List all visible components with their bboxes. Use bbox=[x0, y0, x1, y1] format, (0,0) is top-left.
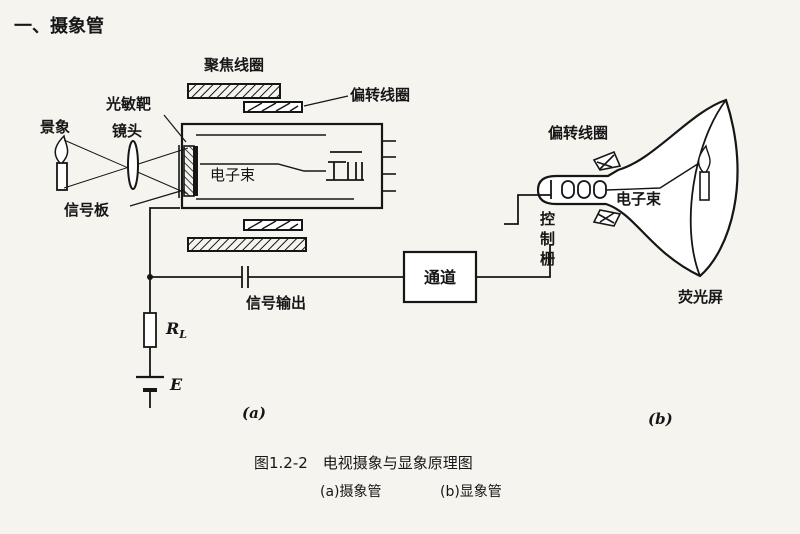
lens bbox=[127, 140, 139, 190]
label-signal-plate: 信号板 bbox=[64, 201, 110, 219]
channel-box bbox=[402, 250, 478, 304]
camera-tube-body bbox=[180, 122, 384, 210]
junction-dot bbox=[147, 274, 153, 280]
output-circuit bbox=[149, 207, 404, 408]
photosensitive-target bbox=[183, 145, 195, 197]
label-photo-target: 光敏靶 bbox=[105, 95, 151, 113]
battery-symbol bbox=[136, 375, 164, 392]
deflection-coil-b bbox=[592, 150, 622, 227]
label-battery: E bbox=[169, 375, 183, 394]
label-sub-a: (a) bbox=[242, 404, 266, 422]
electron-beam-b bbox=[605, 159, 705, 191]
picture-tube-diagram: 电子束 偏转线圈 控 制 栅 荧光屏 (b) bbox=[504, 98, 739, 428]
focus-coil-top bbox=[187, 83, 281, 99]
section-title: 一、摄象管 bbox=[14, 15, 104, 37]
deflection-coil-bottom bbox=[243, 219, 303, 231]
label-focus-coil: 聚焦线圈 bbox=[203, 56, 264, 74]
label-deflection-coil-a: 偏转线圈 bbox=[350, 86, 410, 104]
label-lens: 镜头 bbox=[112, 122, 142, 140]
electron-beam-a bbox=[200, 163, 326, 172]
focus-coil-bottom bbox=[187, 237, 307, 252]
caption-sub-b: (b)显象管 bbox=[440, 484, 502, 500]
electron-gun bbox=[326, 151, 364, 181]
label-channel: 通道 bbox=[424, 268, 456, 287]
deflection-coil-top bbox=[243, 101, 303, 113]
label-phosphor-screen: 荧光屏 bbox=[678, 288, 723, 306]
picture-tube-outline bbox=[536, 98, 739, 278]
scene-object bbox=[54, 134, 69, 191]
tube-pins bbox=[382, 140, 396, 192]
label-resistor: RL bbox=[165, 319, 187, 341]
screen-image bbox=[697, 144, 711, 201]
resistor bbox=[143, 312, 157, 348]
label-control-grid-2: 制 bbox=[540, 230, 555, 248]
camera-tube-diagram: 聚焦线圈 偏转线圈 电子束 bbox=[40, 56, 551, 422]
caption-sub-a: (a)摄象管 bbox=[320, 484, 382, 500]
label-electron-beam-b: 电子束 bbox=[616, 190, 662, 208]
label-control-grid-3: 栅 bbox=[540, 250, 555, 268]
label-signal-output: 信号输出 bbox=[246, 294, 306, 312]
label-scene: 景象 bbox=[40, 118, 70, 136]
label-electron-beam-a: 电子束 bbox=[210, 166, 255, 184]
figure-caption: 图1.2-2 电视摄象与显象原理图 bbox=[254, 454, 473, 472]
light-rays bbox=[63, 139, 189, 195]
label-deflection-coil-b: 偏转线圈 bbox=[548, 124, 608, 142]
label-control-grid-1: 控 bbox=[540, 210, 555, 228]
phosphor-screen-face bbox=[689, 99, 727, 277]
signal-plate bbox=[193, 146, 198, 196]
label-sub-b: (b) bbox=[648, 410, 673, 428]
